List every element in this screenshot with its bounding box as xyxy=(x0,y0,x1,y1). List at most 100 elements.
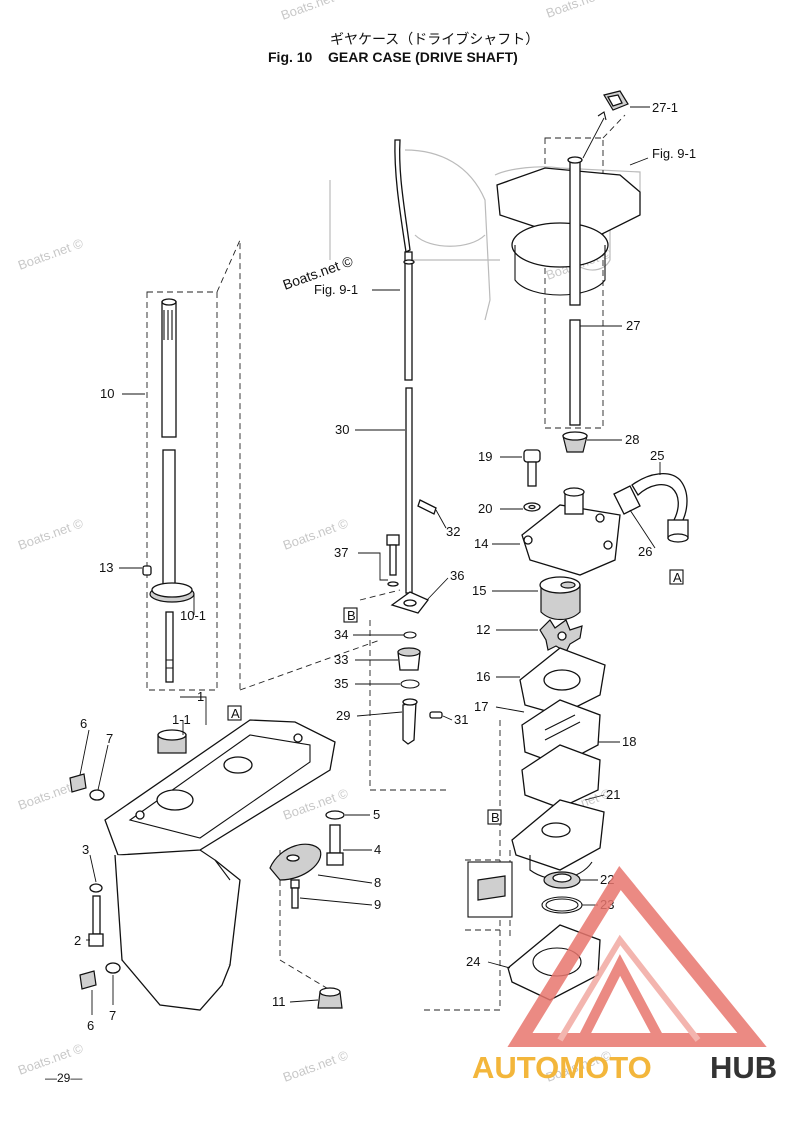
bolt-2 xyxy=(88,895,104,947)
label-fig-9-1-upper: Fig. 9-1 xyxy=(652,146,696,161)
label-14: 14 xyxy=(474,536,488,551)
grommet-27-1 xyxy=(582,90,629,159)
label-15: 15 xyxy=(472,583,486,598)
brand-name-part1: AUTOMOTO xyxy=(472,1050,652,1085)
washer-5 xyxy=(325,810,345,820)
label-1: 1 xyxy=(197,689,204,704)
label-34: 34 xyxy=(334,627,348,642)
label-36: 36 xyxy=(450,568,464,583)
label-1-1: 1-1 xyxy=(172,712,191,727)
label-24: 24 xyxy=(466,954,480,969)
label-35: 35 xyxy=(334,676,348,691)
figure-number: Fig. 10 xyxy=(268,49,313,65)
cam-29 xyxy=(402,698,418,745)
watermark: Boats.net © xyxy=(16,235,86,273)
plate-17 xyxy=(521,699,601,766)
watermark: Boats.net © xyxy=(544,0,614,21)
marker-a-text: A xyxy=(231,706,240,721)
label-20: 20 xyxy=(478,501,492,516)
gasket-18 xyxy=(521,744,601,809)
impeller-12 xyxy=(539,619,583,653)
watermark: Boats.net © xyxy=(279,0,349,23)
marker-b-right: B xyxy=(487,809,502,825)
brand-logo xyxy=(507,865,767,1047)
gasket-7-top xyxy=(89,789,105,801)
plug-6-top xyxy=(69,773,87,793)
oring-35 xyxy=(400,679,420,689)
water-tube-27 xyxy=(567,156,583,426)
drive-shaft-10 xyxy=(161,298,177,683)
bolt-4 xyxy=(326,824,344,866)
part-labels: 27-1 Fig. 9-1 Fig. 9-1 27 10 30 28 19 25… xyxy=(74,100,696,1033)
label-25: 25 xyxy=(650,448,664,463)
label-12: 12 xyxy=(476,622,490,637)
marker-a-right: A xyxy=(669,569,684,585)
washer-3 xyxy=(89,883,103,893)
page-number: —29— xyxy=(45,1071,82,1085)
bolt-9 xyxy=(290,879,300,909)
pin-32 xyxy=(417,499,437,515)
label-16: 16 xyxy=(476,669,490,684)
brand-name-part2: HUB xyxy=(710,1050,777,1085)
label-27: 27 xyxy=(626,318,640,333)
leader-lines xyxy=(79,106,661,1015)
title-english: GEAR CASE (DRIVE SHAFT) xyxy=(328,49,518,65)
title-japanese: ギヤケース（ドライブシャフト） xyxy=(330,31,539,48)
grommet-26 xyxy=(613,485,641,515)
marker-b-text: B xyxy=(491,810,500,825)
gear-case-1 xyxy=(104,719,336,1011)
marker-b-left: B xyxy=(343,607,358,623)
pinion-11 xyxy=(317,987,343,1009)
watermark: Boats.net © xyxy=(16,515,86,553)
label-28: 28 xyxy=(625,432,639,447)
label-4: 4 xyxy=(374,842,381,857)
label-18: 18 xyxy=(622,734,636,749)
gasket-7-bottom xyxy=(105,962,121,974)
seal-22 xyxy=(543,871,581,889)
oring-34 xyxy=(403,631,417,639)
bolt-19 xyxy=(523,449,541,487)
label-13: 13 xyxy=(99,560,113,575)
washer-36-stack xyxy=(387,581,399,587)
label-26: 26 xyxy=(638,544,652,559)
oring-23 xyxy=(541,896,583,914)
label-27-1: 27-1 xyxy=(652,100,678,115)
plate-36 xyxy=(390,591,430,614)
pump-housing-14 xyxy=(521,487,621,576)
pin-31 xyxy=(429,711,443,719)
gasket-16 xyxy=(519,647,606,716)
label-2: 2 xyxy=(74,933,81,948)
boot-33 xyxy=(397,647,421,671)
marker-a-text: A xyxy=(673,570,682,585)
label-11: 11 xyxy=(272,994,286,1009)
label-9: 9 xyxy=(374,897,381,912)
label-21: 21 xyxy=(606,787,620,802)
label-32: 32 xyxy=(446,524,460,539)
label-33: 33 xyxy=(334,652,348,667)
pin-13 xyxy=(142,565,152,576)
bolt-37 xyxy=(386,534,400,576)
seal-kit-box xyxy=(467,861,513,918)
washer-20 xyxy=(523,502,541,512)
anode-8 xyxy=(269,843,322,881)
label-8: 8 xyxy=(374,875,381,890)
label-19: 19 xyxy=(478,449,492,464)
label-10: 10 xyxy=(100,386,114,401)
bearing-1-1 xyxy=(157,729,187,754)
label-5: 5 xyxy=(373,807,380,822)
marker-a-top: A xyxy=(227,705,242,721)
label-30: 30 xyxy=(335,422,349,437)
label-31: 31 xyxy=(454,712,468,727)
label-10-1: 10-1 xyxy=(180,608,206,623)
pump-case-21 xyxy=(511,799,605,880)
tube-25 xyxy=(631,473,689,543)
label-29: 29 xyxy=(336,708,350,723)
plug-6-bottom xyxy=(79,970,97,990)
label-3: 3 xyxy=(82,842,89,857)
grommet-28 xyxy=(562,431,588,453)
label-6-bottom: 6 xyxy=(87,1018,94,1033)
label-7-bottom: 7 xyxy=(109,1008,116,1023)
label-fig-9-1-left: Fig. 9-1 xyxy=(314,282,358,297)
watermark: Boats.net © xyxy=(281,1047,351,1085)
